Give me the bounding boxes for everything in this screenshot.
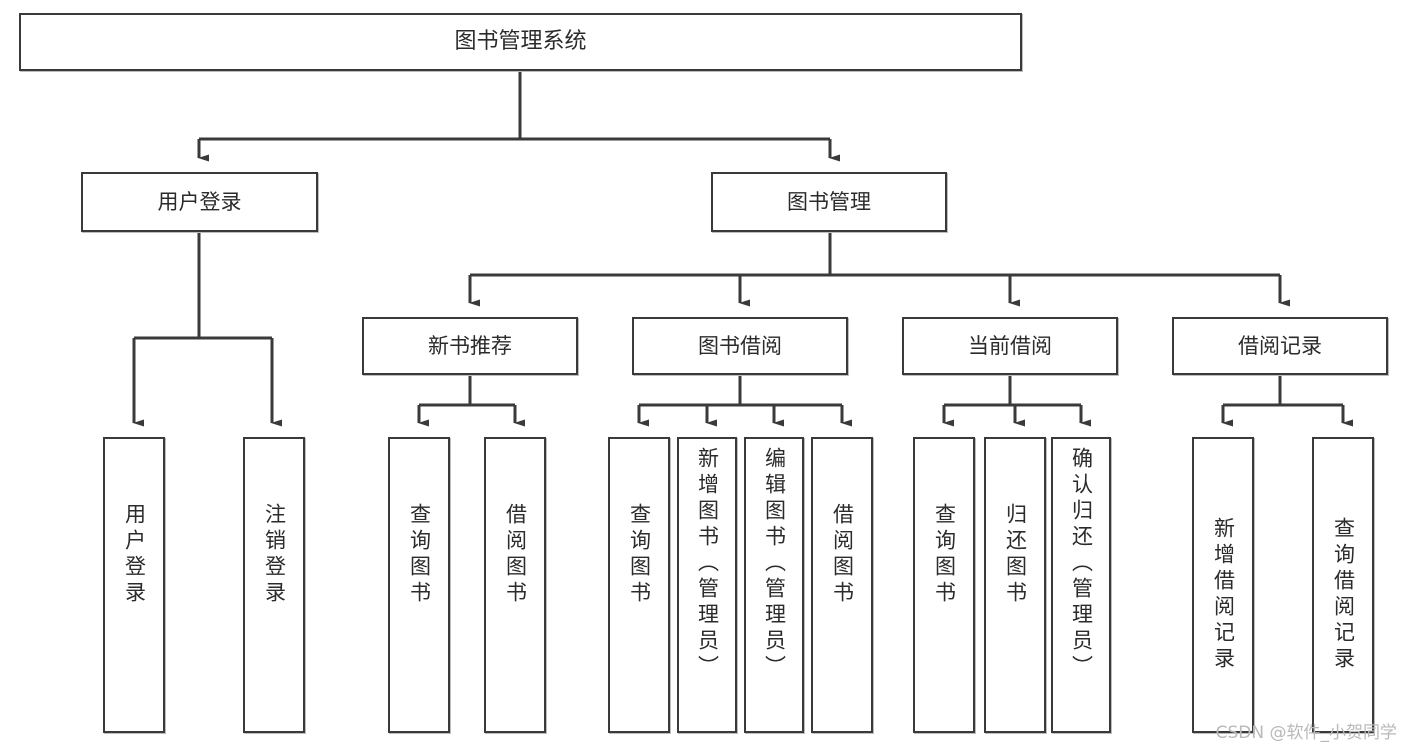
node-user-login[interactable]: 用户登录 <box>81 172 318 232</box>
node-leaf-add-record[interactable]: 新增借阅记录 <box>1192 437 1254 733</box>
node-leaf-query-book-3-label: 查询图书 <box>932 503 957 607</box>
node-new-book-rec[interactable]: 新书推荐 <box>362 317 578 375</box>
node-leaf-user-login[interactable]: 用户登录 <box>103 437 165 733</box>
node-current-borrow-label: 当前借阅 <box>968 333 1052 358</box>
node-leaf-add-record-label: 新增借阅记录 <box>1211 517 1236 673</box>
node-leaf-borrow-book-2[interactable]: 借阅图书 <box>811 437 873 733</box>
node-leaf-return-book-label: 归还图书 <box>1003 503 1028 607</box>
node-leaf-query-record-label: 查询借阅记录 <box>1331 517 1356 673</box>
node-root[interactable]: 图书管理系统 <box>19 13 1022 71</box>
node-borrow-record[interactable]: 借阅记录 <box>1172 317 1388 375</box>
node-leaf-query-record[interactable]: 查询借阅记录 <box>1312 437 1374 733</box>
node-current-borrow[interactable]: 当前借阅 <box>902 317 1118 375</box>
node-book-manage[interactable]: 图书管理 <box>711 172 947 232</box>
node-leaf-edit-book-label: 编辑图书（管理员） <box>762 447 787 681</box>
node-leaf-query-book-3[interactable]: 查询图书 <box>913 437 975 733</box>
node-leaf-confirm-return-label: 确认归还（管理员） <box>1069 447 1094 681</box>
node-book-borrow-label: 图书借阅 <box>698 333 782 358</box>
node-leaf-return-book[interactable]: 归还图书 <box>984 437 1046 733</box>
node-leaf-borrow-book-1[interactable]: 借阅图书 <box>484 437 546 733</box>
node-book-manage-label: 图书管理 <box>787 189 871 214</box>
node-leaf-query-book-1[interactable]: 查询图书 <box>388 437 450 733</box>
node-leaf-user-login-label: 用户登录 <box>122 503 147 607</box>
node-book-borrow[interactable]: 图书借阅 <box>632 317 848 375</box>
node-leaf-add-book-label: 新增图书（管理员） <box>695 447 720 681</box>
node-user-login-label: 用户登录 <box>157 189 242 214</box>
node-leaf-borrow-book-1-label: 借阅图书 <box>503 503 528 607</box>
node-leaf-query-book-2[interactable]: 查询图书 <box>608 437 670 733</box>
node-leaf-query-book-2-label: 查询图书 <box>627 503 652 607</box>
node-new-book-rec-label: 新书推荐 <box>428 333 512 358</box>
node-leaf-borrow-book-2-label: 借阅图书 <box>830 503 855 607</box>
node-leaf-user-logout-label: 注销登录 <box>262 503 287 607</box>
node-root-label: 图书管理系统 <box>454 29 587 55</box>
node-leaf-user-logout[interactable]: 注销登录 <box>243 437 305 733</box>
node-leaf-edit-book[interactable]: 编辑图书（管理员） <box>744 437 804 733</box>
node-leaf-add-book[interactable]: 新增图书（管理员） <box>677 437 737 733</box>
node-leaf-query-book-1-label: 查询图书 <box>407 503 432 607</box>
node-borrow-record-label: 借阅记录 <box>1238 333 1322 358</box>
node-leaf-confirm-return[interactable]: 确认归还（管理员） <box>1051 437 1111 733</box>
